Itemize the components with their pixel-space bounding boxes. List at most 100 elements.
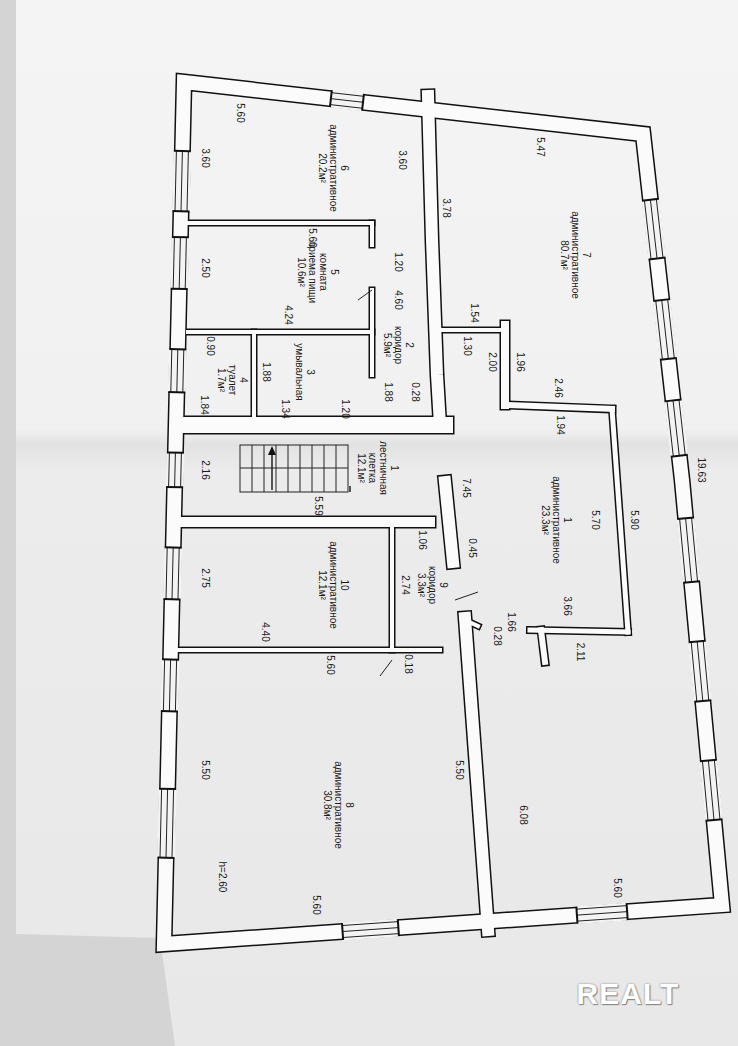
dimension: 3.60 [397,150,408,169]
window-jamb [161,710,178,712]
dimension: 7.45 [461,478,472,497]
window-pane [178,548,179,600]
wall-fill [612,409,628,632]
dimension-holder: 5.60 [307,228,318,247]
wall-fill [445,482,453,562]
watermark: REALT [577,977,680,1010]
window-jamb [165,546,182,548]
window-pane [342,922,398,926]
window-pane [656,199,663,258]
dimension: 1.20 [393,252,404,271]
window-pane [173,237,174,289]
wall-outline [369,223,376,245]
window-pane [692,518,698,582]
window-pane [168,453,170,487]
dimension-holder: 5.59 [313,496,324,515]
window-jamb [683,581,700,583]
window-jamb [706,819,723,821]
dimension-holder: 0.90 [205,336,216,355]
window-jamb [158,857,175,859]
window-pane [332,93,364,97]
dimension: 1.54 [469,303,480,322]
room-number: 5 [329,240,340,304]
room-text: административное [570,211,581,299]
room-text: лестничная клетка [367,436,389,500]
stair-outline [240,445,348,492]
wall-outline [178,416,445,435]
dimension: 5.90 [629,510,640,529]
room-text: административное [328,541,339,629]
dimension-holder: 4.40 [260,622,271,641]
window-gap [331,99,363,103]
dimension-holder: 2.74 [400,575,411,594]
window-pane [175,660,176,712]
dimension-holder: 1.88 [261,362,272,381]
room-label: 6административное20.2м² [317,124,350,212]
dimension: 2.74 [400,575,411,594]
dimension: 5.59 [313,496,324,515]
window-pane [679,400,685,455]
dimension-holder: 6.08 [518,805,529,824]
room-number: 6 [339,124,350,212]
window-pane [160,789,162,858]
window-gap [166,453,185,487]
stair-arrow [349,486,351,492]
wall-fill [178,417,445,433]
window-pane [185,237,186,289]
wall-fill [437,328,505,332]
dimension-holder: 2.46 [553,378,564,397]
window-pane [330,105,362,109]
window-jamb [164,598,181,600]
room-number: 3 [305,343,316,400]
dimension-holder: 4.24 [283,305,294,324]
window-pane [181,151,182,211]
wall-fill [505,405,612,409]
window-jamb [169,348,186,350]
dimension: 1.88 [261,362,272,381]
room-text: 12.1м² [356,436,367,500]
dimension: 3.78 [441,198,452,217]
dimension: 2.46 [553,378,564,397]
dimension: 5.60 [612,878,623,897]
window-pane [177,349,178,392]
stair-step [252,445,253,492]
window-jamb [642,199,659,201]
dimension: 5.50 [200,760,211,779]
window-jamb [700,760,717,762]
room-text: административное [328,124,339,212]
room-number: 1 [389,436,400,500]
window-jamb [649,258,666,260]
room-label: 4туалет1.7м² [216,365,249,396]
door-leaf [455,592,478,600]
room-text: комната приема пищи [307,240,329,304]
window-jamb [689,641,706,643]
room-label: 5комната приема пищи10.6м² [296,240,340,304]
dimension-holder: 1.20 [393,252,404,271]
dimension-holder: 5.90 [629,510,640,529]
wall-fill [176,648,440,652]
dimension-holder: 5.70 [590,510,601,529]
dimension-holder: 1.30 [462,336,473,355]
dimension: 5.60 [311,895,322,914]
window-pane [172,547,173,599]
wall-fill [252,332,256,418]
window-gap [177,349,178,392]
dimension: h=2.60 [217,862,228,893]
wall-fill [465,620,478,626]
room-text: административное [333,761,344,849]
window-jamb [171,288,188,290]
room-text: 20.2м² [317,124,328,212]
room-label: 1административное23.3м² [540,476,573,564]
dimension: 4.24 [283,305,294,324]
window-pane [166,547,167,599]
paper-sheet [16,0,738,1046]
dimension: 4.40 [260,622,271,641]
room-number: 8 [344,761,355,849]
window-pane [187,151,188,211]
wall-outline [389,527,396,650]
wall-outline [505,405,612,409]
window-pane [163,659,164,711]
dimension: 1.06 [417,530,428,549]
window-jamb [677,517,694,519]
window-gap [662,300,669,359]
